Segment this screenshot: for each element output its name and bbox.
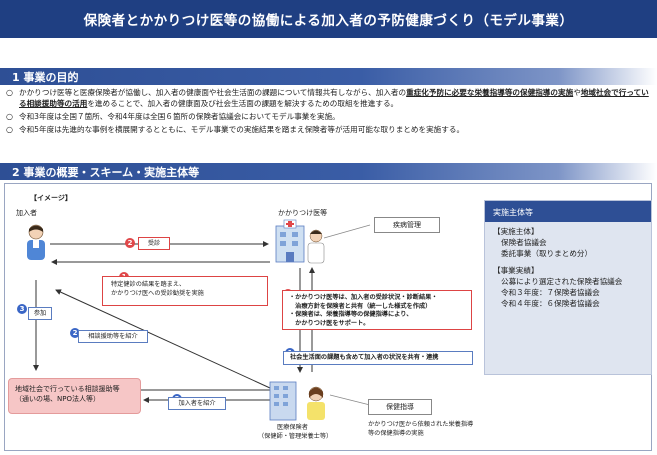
checkup-recommendation-box: 特定健診の結果を踏まえ、 かかりつけ医への受診勧奨を実施 (102, 276, 268, 306)
community-support-box: 地域社会で行っている相談援助等 （通いの場、NPO法人等） (8, 378, 141, 414)
entity-body: 【実施主体】 保険者協議会 委託事業（取りまとめ分） 【事業実績】 公募により選… (493, 227, 623, 308)
person-icon (27, 224, 45, 260)
page-title: 保険者とかかりつけ医等の協働による加入者の予防健康づくり（モデル事業） (0, 0, 657, 38)
member-label: 加入者 (16, 209, 37, 217)
step-number-3: 3 (17, 304, 27, 314)
section-1-header: 1 事業の目的 (0, 68, 657, 85)
disease-management-box: 疾病管理 (374, 217, 440, 233)
insurer-staff-label: （保健師・管理栄養士等） (258, 433, 333, 440)
purpose-item-1: かかりつけ医等と医療保険者が協働し、加入者の健康面や社会生活面の課題について情報… (6, 87, 654, 109)
clinic-icon (275, 219, 325, 264)
join-box: 参加 (28, 307, 52, 320)
step-3-join-marker: 3 (17, 296, 27, 315)
intro-member-box: 加入者を紹介 (168, 397, 226, 410)
insurer-label: 医療保険者 (277, 424, 308, 431)
image-label: 【イメージ】 (30, 194, 72, 202)
purpose-list: かかりつけ医等と医療保険者が協働し、加入者の健康面や社会生活面の課題について情報… (6, 87, 654, 137)
implementing-entity-panel: 実施主体等 【実施主体】 保険者協議会 委託事業（取りまとめ分） 【事業実績】 … (484, 200, 652, 375)
health-guidance-box: 保健指導 (368, 399, 432, 415)
consult-box: 受診 (138, 237, 170, 250)
step-number-2-blue: 2 (70, 328, 80, 338)
doctor-label: かかりつけ医等 (278, 209, 328, 217)
insurer-building-icon (269, 381, 325, 421)
doctor-info-sharing-box: ・かかりつけ医等は、加入者の受診状況・診断結果・ 治療方針を保険者と共有（統一し… (282, 290, 472, 330)
section-2-header: 2 事業の概要・スキーム・実施主体等 (0, 163, 657, 180)
purpose-item-2: 令和3年度は全国７箇所、令和4年度は全国６箇所の保険者協議会においてモデル事業を… (6, 111, 654, 122)
purpose-item-3: 令和5年度は先進的な事例を横展開するとともに、モデル事業での実施結果を踏まえ保険… (6, 124, 654, 135)
guidance-note: かかりつけ医から依頼された栄養指導 等の保健指導の実施 (368, 421, 474, 437)
intro-consult-box: 相談援助等を紹介 (78, 330, 148, 343)
status-sharing-box: 社会生活面の課題も含めて加入者の状況を共有・連携 (283, 351, 473, 365)
step-consult: 2 (125, 238, 135, 248)
entity-title: 実施主体等 (485, 201, 651, 222)
step-2-intro-marker: 2 (70, 320, 80, 339)
step-number-2: 2 (125, 238, 135, 248)
